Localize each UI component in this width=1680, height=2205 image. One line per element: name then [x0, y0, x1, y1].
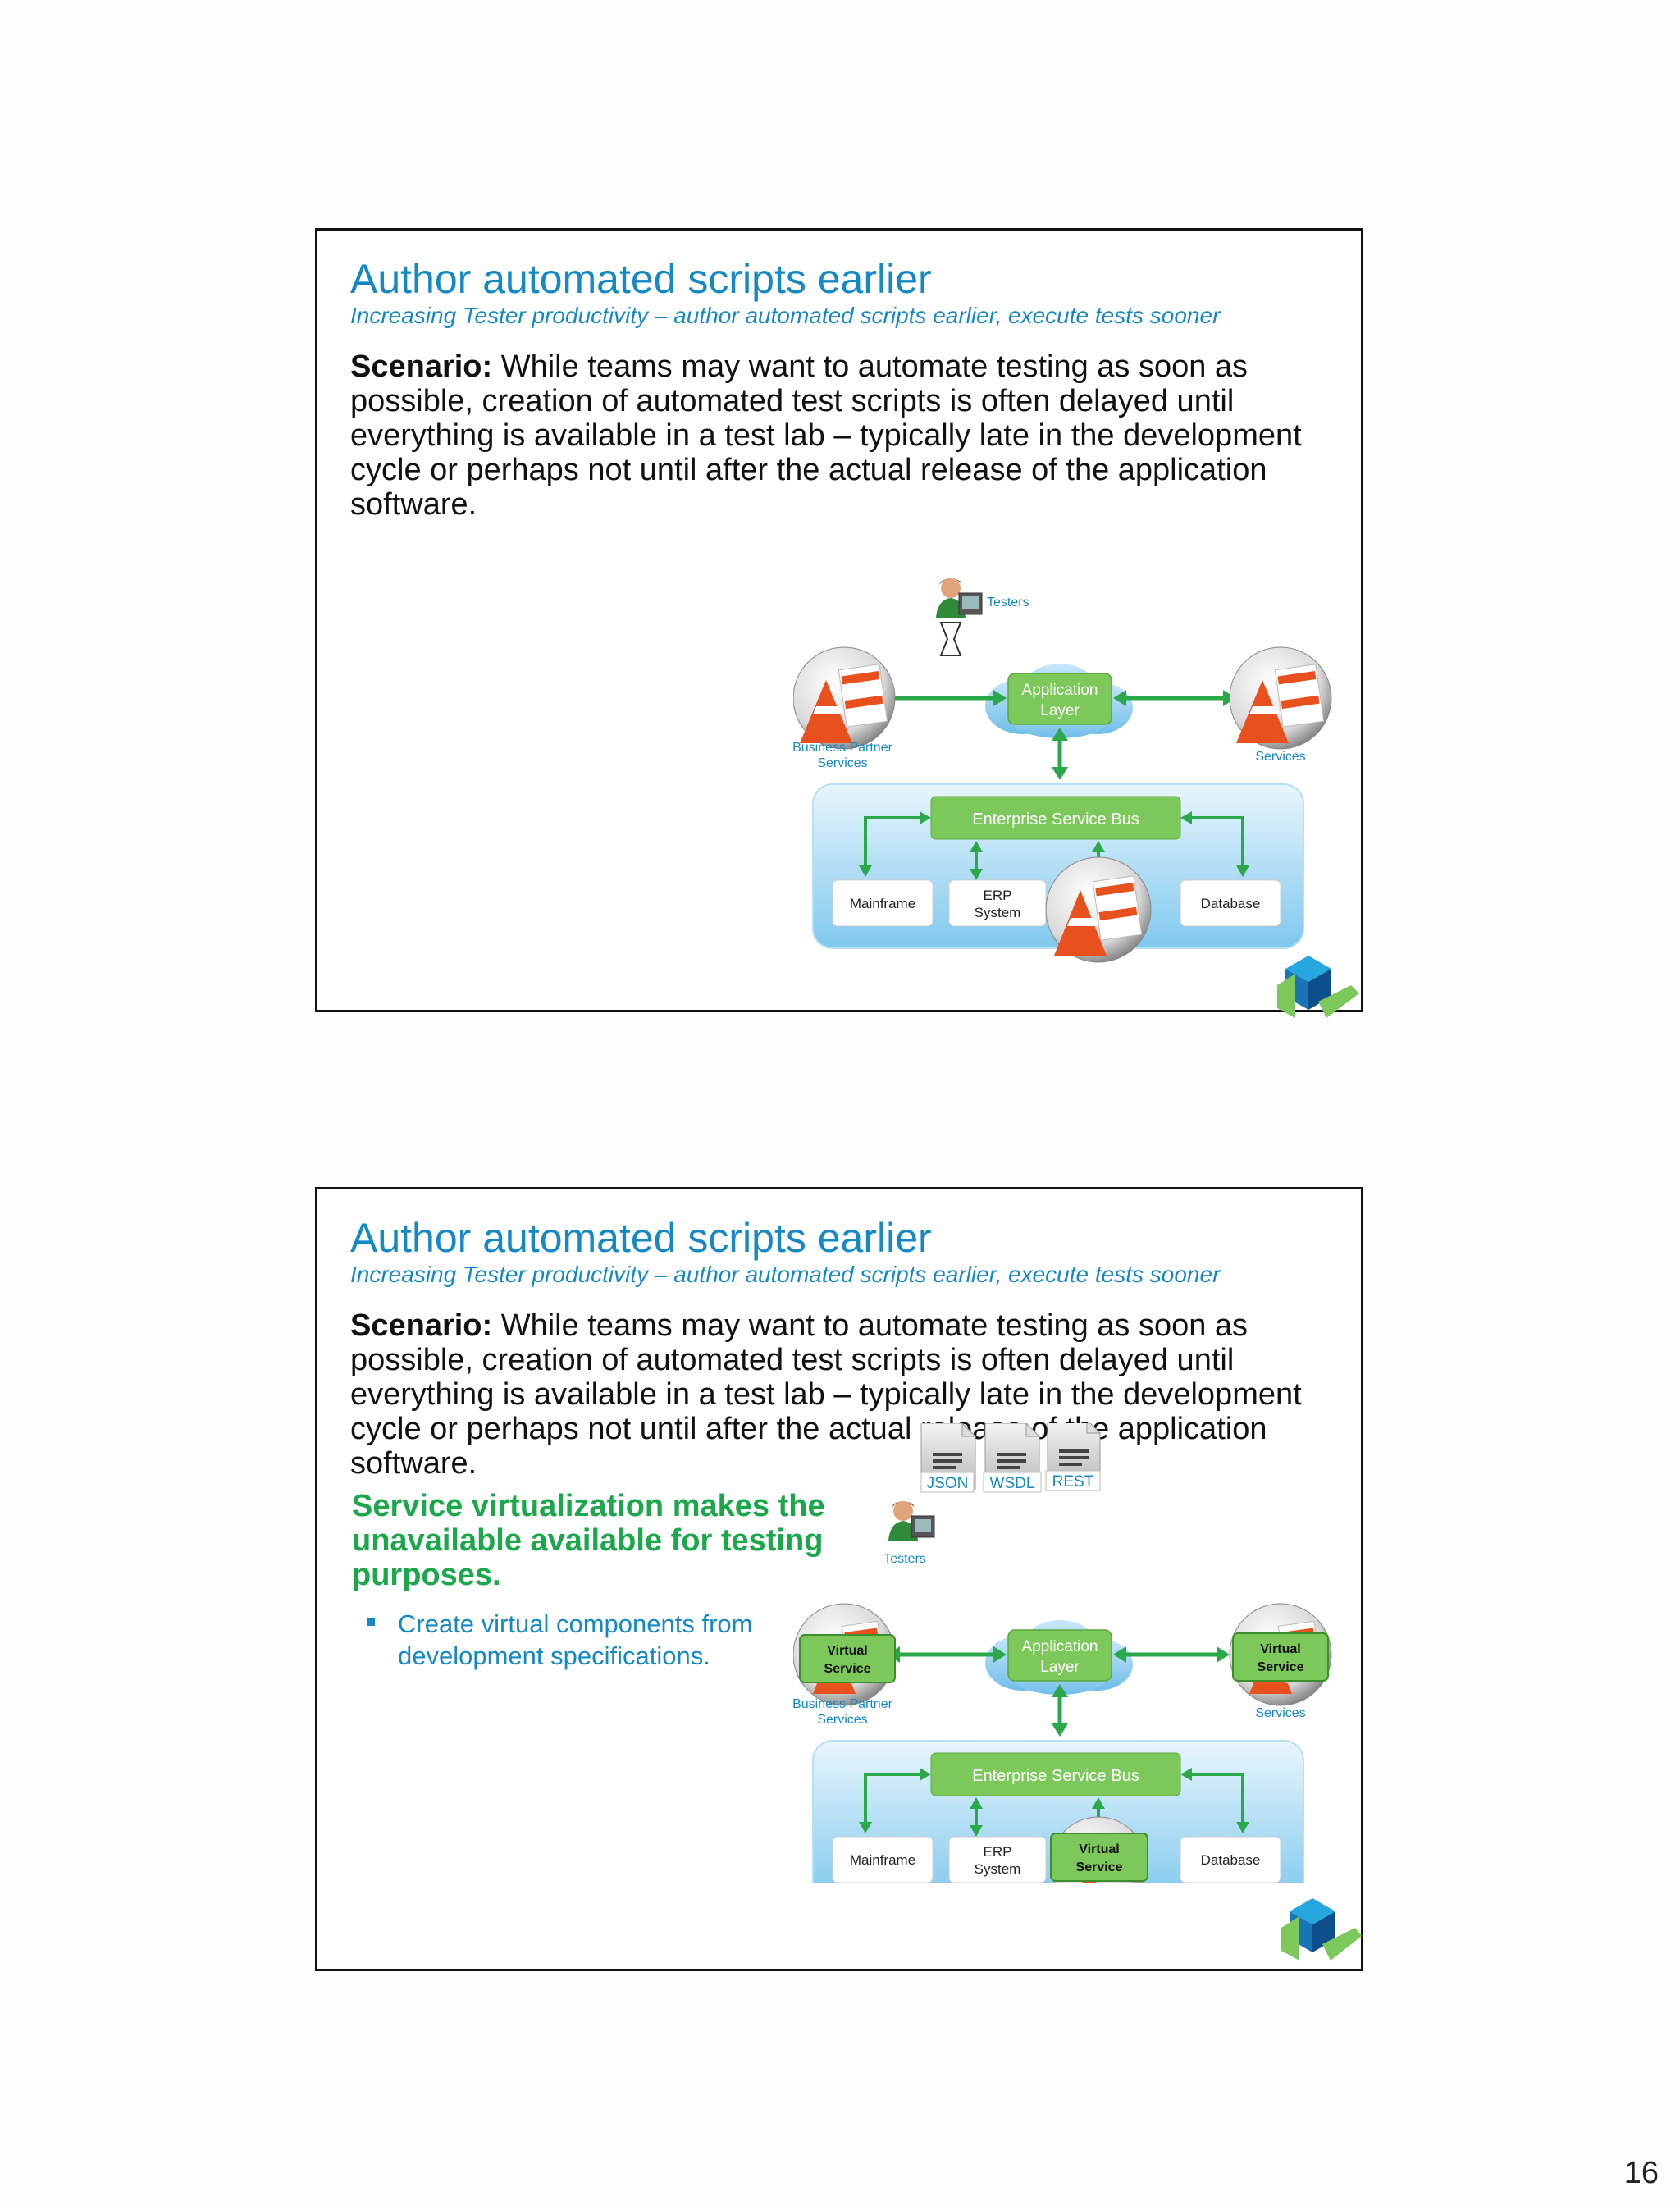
- architecture-diagram: Application Layer Testers: [793, 578, 1359, 1018]
- erp-label-2: System: [975, 1861, 1021, 1877]
- mainframe-label: Mainframe: [850, 1852, 915, 1868]
- app-layer-label: Application: [1022, 682, 1098, 699]
- scenario-label: Scenario:: [350, 1308, 493, 1343]
- json-label: JSON: [927, 1475, 969, 1492]
- virtual-service-label: Virtual: [827, 1644, 868, 1658]
- wsdl-doc-label-box: [983, 1472, 1042, 1493]
- slide-subtitle: Increasing Tester productivity – author …: [350, 1262, 1221, 1287]
- database-label: Database: [1201, 896, 1261, 911]
- company-logo-icon: [1277, 956, 1359, 1018]
- blocked-service-left-icon: [793, 646, 896, 750]
- left-service-label-2: Services: [817, 756, 867, 770]
- mainframe-box: [832, 879, 934, 927]
- right-service-label: Services: [1255, 1706, 1305, 1720]
- tester-icon: [888, 1501, 935, 1541]
- scenario-label: Scenario:: [350, 349, 493, 384]
- architecture-diagram: JSON WSDL REST Testers: [793, 1423, 1332, 1883]
- virtual-service-left-box: [799, 1634, 896, 1683]
- scenario-text: While teams may want to automate testing…: [350, 349, 1302, 522]
- rest-label: REST: [1052, 1473, 1094, 1491]
- rest-doc-label-box: [1045, 1470, 1101, 1491]
- scenario-paragraph: Scenario: While teams may want to automa…: [350, 349, 1335, 522]
- virtual-service-label-2: Service: [824, 1662, 871, 1676]
- database-label: Database: [1201, 1852, 1261, 1868]
- page-number: 16: [1623, 2156, 1659, 2190]
- wsdl-label: WSDL: [990, 1475, 1035, 1492]
- erp-label-2: System: [975, 905, 1021, 920]
- database-box: [1180, 1836, 1281, 1883]
- scenario-paragraph: Scenario: While teams may want to automa…: [350, 1308, 1335, 1481]
- testers-label: Testers: [883, 1552, 926, 1566]
- bullet-text: Create virtual components from developme…: [398, 1609, 753, 1670]
- mainframe-label: Mainframe: [850, 896, 915, 911]
- virtual-service-center-box: [1050, 1833, 1148, 1882]
- app-layer-label-2: Layer: [1040, 702, 1080, 719]
- left-service-label-2: Services: [817, 1713, 867, 1727]
- right-service-label: Services: [1255, 750, 1305, 764]
- app-layer-label: Application: [1022, 1638, 1098, 1655]
- slide-subtitle: Increasing Tester productivity – author …: [350, 303, 1221, 328]
- tester-icon: [936, 578, 983, 656]
- json-doc-label-box: [920, 1472, 975, 1493]
- blocked-service-right-icon: [1229, 646, 1332, 750]
- erp-label: ERP: [984, 1844, 1012, 1860]
- esb-label: Enterprise Service Bus: [972, 810, 1139, 829]
- mainframe-box: [832, 1836, 934, 1883]
- slide-title: Author automated scripts earlier: [350, 1215, 932, 1261]
- bullet-item: Create virtual components from developme…: [367, 1608, 824, 1672]
- left-service-label: Business Partner: [793, 741, 893, 755]
- scenario-text: While teams may want to automate testing…: [350, 1308, 1302, 1481]
- virtual-service-label: Virtual: [1260, 1642, 1301, 1656]
- virtual-service-label-2: Service: [1258, 1660, 1304, 1674]
- app-layer-label-2: Layer: [1040, 1659, 1080, 1676]
- slide-2: Author automated scripts earlier Increas…: [315, 1187, 1363, 1971]
- company-logo-icon: [1281, 1898, 1362, 1961]
- slide-1: Author automated scripts earlier Increas…: [315, 228, 1363, 1018]
- app-layer-box: [1007, 1629, 1112, 1682]
- erp-label: ERP: [984, 888, 1012, 903]
- slide-title: Author automated scripts earlier: [350, 256, 932, 302]
- testers-label: Testers: [987, 596, 1029, 609]
- erp-box: [948, 1836, 1047, 1883]
- blocked-service-center-icon: [1045, 856, 1152, 963]
- virtual-service-label: Virtual: [1079, 1842, 1120, 1856]
- esb-label: Enterprise Service Bus: [972, 1767, 1139, 1785]
- bullet-square-icon: [367, 1618, 375, 1626]
- virtual-service-right-box: [1232, 1632, 1329, 1682]
- virtual-service-label-2: Service: [1076, 1860, 1123, 1874]
- app-layer-box: [1007, 673, 1112, 725]
- left-service-label: Business Partner: [793, 1697, 893, 1711]
- database-box: [1180, 879, 1281, 927]
- virtualization-highlight: Service virtualization makes the unavail…: [352, 1489, 825, 1592]
